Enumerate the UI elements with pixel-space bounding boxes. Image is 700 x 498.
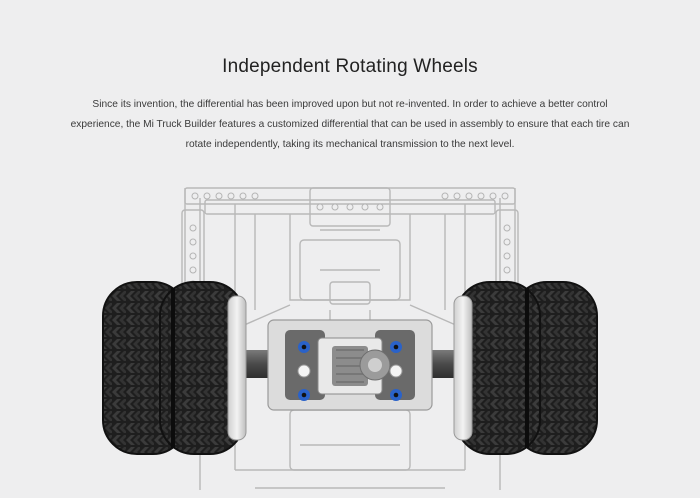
- differential-housing: [267, 319, 433, 411]
- connector-pins: [297, 341, 403, 401]
- description-line-3: rotate independently, taking its mechani…: [185, 139, 515, 150]
- truck-differential-illustration: [0, 170, 700, 498]
- section-description: Since its invention, the differential ha…: [40, 95, 660, 155]
- section-heading: Independent Rotating Wheels: [222, 56, 478, 77]
- description-line-1: Since its invention, the differential ha…: [92, 99, 608, 110]
- right-wheel-pair: [453, 281, 598, 455]
- left-wheel-pair: [102, 281, 247, 455]
- description-line-2: experience, the Mi Truck Builder feature…: [70, 119, 630, 130]
